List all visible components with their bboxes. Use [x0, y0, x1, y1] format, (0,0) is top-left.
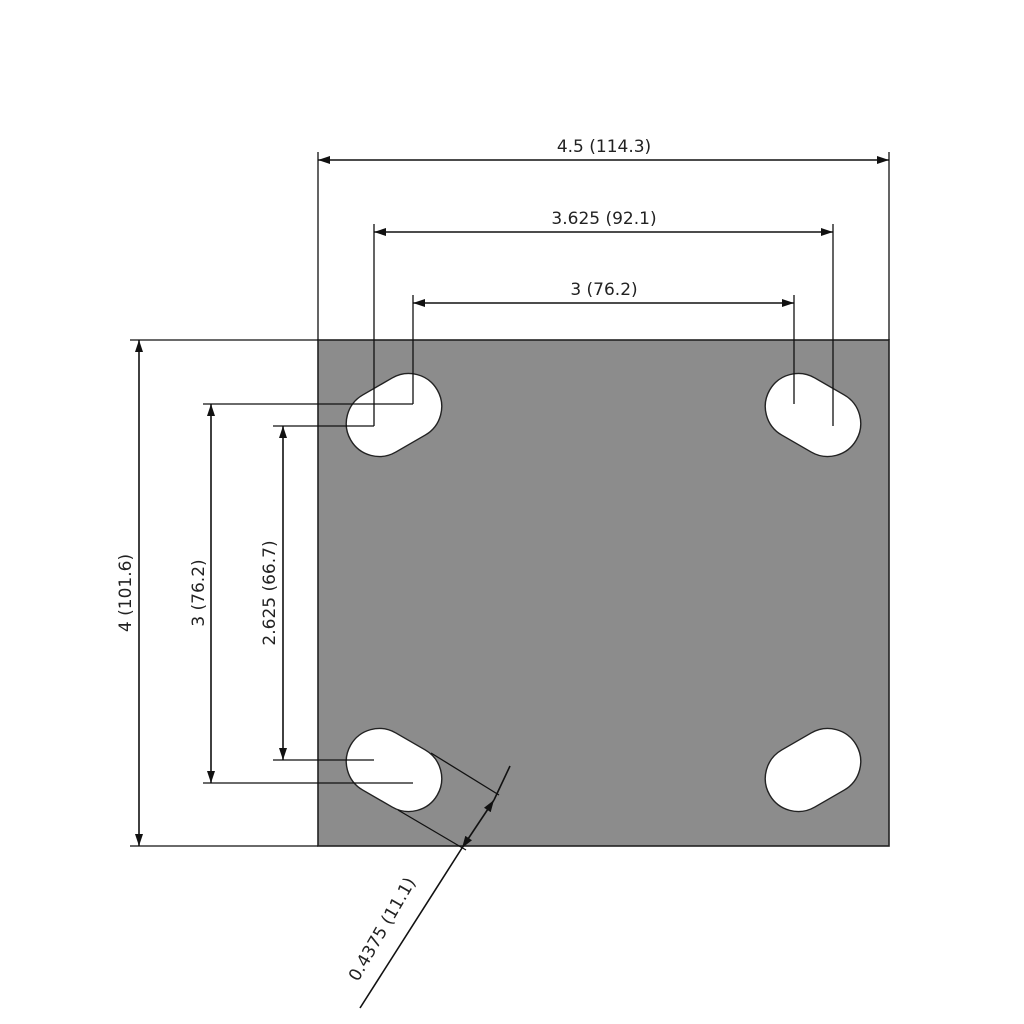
slot-outer-height-dimension: 3 (76.2)	[189, 403, 413, 784]
overall-height-label: 4 (101.6)	[116, 554, 136, 632]
slot-inner-width-dimension: 3 (76.2)	[412, 280, 795, 404]
slot-outer-width-label: 3.625 (92.1)	[551, 209, 656, 229]
slot-inner-width-label: 3 (76.2)	[570, 280, 637, 300]
overall-height-dimension: 4 (101.6)	[116, 339, 318, 847]
slot-top-right	[764, 372, 862, 458]
overall-width-label: 4.5 (114.3)	[557, 137, 651, 157]
slot-inner-height-dimension: 2.625 (66.7)	[260, 425, 374, 761]
slot-bottom-left	[345, 727, 443, 813]
slot-outer-width-dimension: 3.625 (92.1)	[373, 209, 834, 426]
overall-width-dimension: 4.5 (114.3)	[317, 137, 890, 340]
slot-width-label: 0.4375 (11.1)	[345, 874, 420, 984]
slot-inner-height-label: 2.625 (66.7)	[260, 540, 280, 645]
slot-outer-height-label: 3 (76.2)	[189, 559, 209, 626]
bolt-slots	[345, 372, 862, 813]
